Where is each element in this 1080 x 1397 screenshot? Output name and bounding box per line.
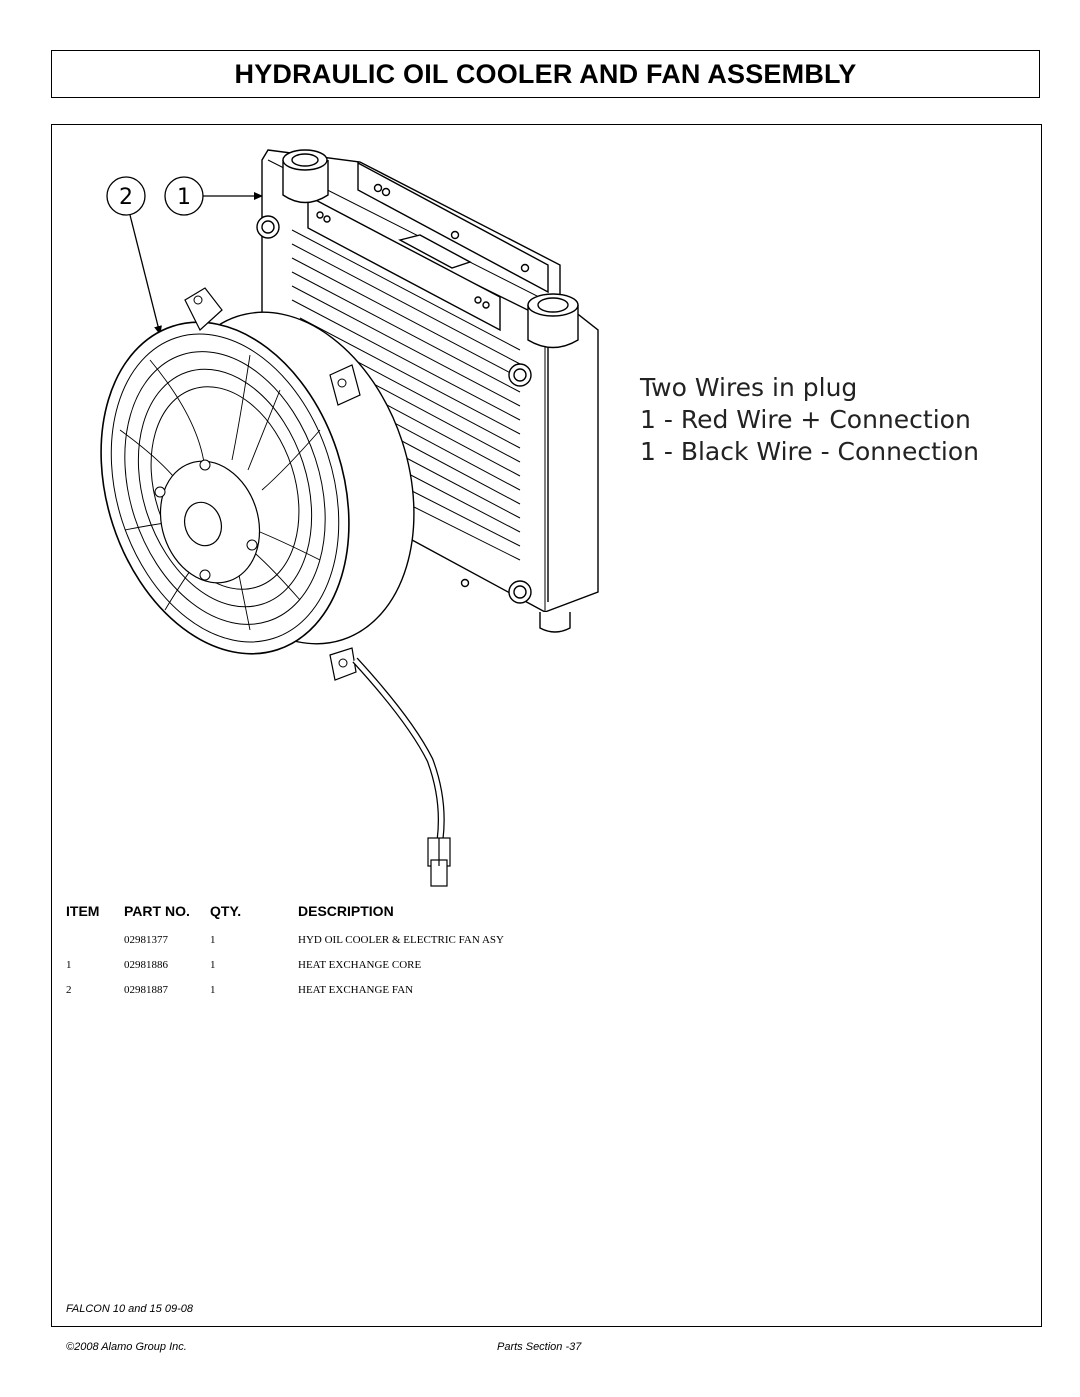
row-qty: 1 xyxy=(210,933,216,946)
fan-assembly xyxy=(100,287,415,681)
footer-copyright: ©2008 Alamo Group Inc. xyxy=(66,1341,187,1353)
table-row: 02981377 1 HYD OIL COOLER & ELECTRIC FAN… xyxy=(66,927,626,952)
wiring-note: Two Wires in plug 1 - Red Wire + Connect… xyxy=(640,372,979,468)
header-item: ITEM xyxy=(66,903,100,919)
fan-wire xyxy=(352,657,445,841)
title-box: HYDRAULIC OIL COOLER AND FAN ASSEMBLY xyxy=(51,50,1040,98)
callout-1: 1 xyxy=(164,176,204,216)
row-part-no: 02981887 xyxy=(124,983,168,996)
row-part-no: 02981886 xyxy=(124,958,168,971)
row-description: HEAT EXCHANGE FAN xyxy=(298,983,414,996)
row-description: HYD OIL COOLER & ELECTRIC FAN ASY xyxy=(298,933,504,946)
row-item xyxy=(66,927,124,952)
row-qty: 1 xyxy=(210,958,216,971)
table-row: 2 02981887 1 HEAT EXCHANGE FAN xyxy=(66,977,626,1002)
wire-plug-connector xyxy=(427,837,451,887)
parts-table: ITEM PART NO. QTY. DESCRIPTION 02981377 … xyxy=(66,901,626,1002)
table-row: 1 02981886 1 HEAT EXCHANGE CORE xyxy=(66,952,626,977)
callout-1-label: 1 xyxy=(177,185,191,210)
wiring-note-line1: Two Wires in plug xyxy=(640,373,858,402)
row-item: 1 xyxy=(66,958,72,971)
header-description: DESCRIPTION xyxy=(298,903,394,919)
header-part-no: PART NO. xyxy=(124,903,190,919)
callout-2: 2 xyxy=(106,176,146,216)
footer-model: FALCON 10 and 15 09-08 xyxy=(66,1303,193,1315)
top-port xyxy=(282,149,329,204)
wiring-note-line2: 1 - Red Wire + Connection xyxy=(640,405,971,434)
page-title: HYDRAULIC OIL COOLER AND FAN ASSEMBLY xyxy=(234,58,857,89)
footer-page-number: Parts Section -37 xyxy=(497,1341,582,1353)
cooler-fan-diagram: 2 1 xyxy=(100,149,599,887)
row-item: 2 xyxy=(66,983,72,996)
wiring-note-line3: 1 - Black Wire - Connection xyxy=(640,437,980,466)
callout-2-leader xyxy=(129,214,162,335)
callout-2-label: 2 xyxy=(119,185,133,210)
row-qty: 1 xyxy=(210,983,216,996)
main-frame xyxy=(51,124,1042,1327)
row-description: HEAT EXCHANGE CORE xyxy=(298,958,422,971)
header-qty: QTY. xyxy=(210,903,242,919)
side-port xyxy=(527,293,579,349)
row-part-no: 02981377 xyxy=(124,933,168,946)
parts-table-header: ITEM PART NO. QTY. DESCRIPTION xyxy=(66,901,626,927)
